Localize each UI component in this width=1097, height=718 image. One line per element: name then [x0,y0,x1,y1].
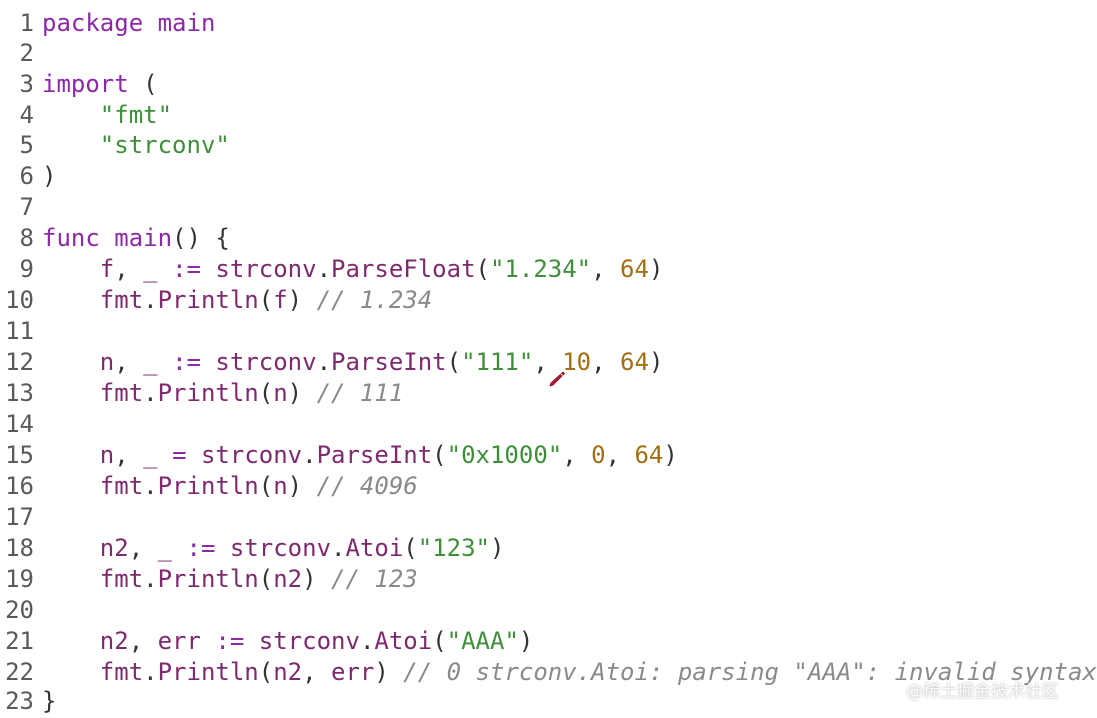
code-text: n2, _ := strconv.Atoi("123") [99,534,505,562]
code-line: 22 fmt.Println(n2, err) // 0 strconv.Ato… [0,657,1097,687]
code-line: 20 [0,595,42,625]
code-line: 2 [0,38,42,68]
line-number: 13 [5,379,34,407]
line-number: 2 [19,39,34,67]
code-line: 6) [0,161,57,191]
code-line: 21 n2, err := strconv.Atoi("AAA") [0,626,533,656]
code-text: func main() { [42,224,230,252]
line-number: 18 [5,534,34,562]
code-line: 13 fmt.Println(n) // 111 [0,378,403,408]
code-line: 11 [0,316,42,346]
line-number: 20 [5,596,34,624]
code-line: 1 package main [0,8,216,38]
line-number: 16 [5,472,34,500]
code-text: } [42,687,57,715]
line-number: 14 [5,410,34,438]
code-line: 4 "fmt" [0,100,173,130]
line-number: 4 [19,101,34,129]
code-line: 19 fmt.Println(n2) // 123 [0,564,418,594]
code-text: fmt.Println(n) // 111 [99,379,404,407]
code-line: 18 n2, _ := strconv.Atoi("123") [0,533,504,563]
code-line: 8 func main() { [0,223,230,253]
line-number: 8 [19,224,34,252]
code-text: n2, err := strconv.Atoi("AAA") [99,627,534,655]
code-line: 3 import ( [0,69,158,99]
watermark: @稀土掘金技术社区 [906,682,1059,702]
code-line: 10 fmt.Println(f) // 1.234 [0,285,432,315]
line-number: 9 [19,255,34,283]
pencil-cursor-icon [549,371,566,387]
code-line: 7 [0,192,42,222]
line-number: 12 [5,348,34,376]
line-number: 17 [5,503,34,531]
code-text: fmt.Println(f) // 1.234 [99,286,433,314]
code-line: 23} [0,686,56,716]
code-text: ) [42,162,57,190]
line-number: 7 [19,193,34,221]
code-line: 15 n, _ = strconv.ParseInt("0x1000", 0, … [0,440,678,470]
line-number: 1 [19,9,34,37]
code-text: n, _ := strconv.ParseInt("111", 10, 64) [99,348,664,376]
line-number: 19 [5,565,34,593]
code-text: import ( [42,70,158,98]
line-number: 11 [5,317,34,345]
code-text: package main [42,9,216,37]
line-number: 23 [5,687,34,715]
line-number: 3 [19,70,34,98]
code-line: 14 [0,409,42,439]
code-line: 16 fmt.Println(n) // 4096 [0,471,418,501]
code-text: fmt.Println(n) // 4096 [99,472,418,500]
code-line: 12 n, _ := strconv.ParseInt("111", 10, 6… [0,347,663,377]
code-text: f, _ := strconv.ParseFloat("1.234", 64) [99,255,664,283]
line-number: 5 [19,131,34,159]
line-number: 22 [5,658,34,686]
line-number: 10 [5,286,34,314]
code-text: fmt.Println(n2) // 123 [99,565,418,593]
code-text: fmt.Println(n2, err) // 0 strconv.Atoi: … [99,658,1097,686]
line-number: 15 [5,441,34,469]
code-text: "strconv" [42,131,230,159]
code-text: n, _ = strconv.ParseInt("0x1000", 0, 64) [99,441,678,469]
line-number: 21 [5,627,34,655]
line-number: 6 [19,162,34,190]
code-line: 5 "strconv" [0,130,230,160]
code-line: 9 f, _ := strconv.ParseFloat("1.234", 64… [0,254,664,284]
code-line: 17 [0,502,42,532]
code-text: "fmt" [42,101,173,129]
